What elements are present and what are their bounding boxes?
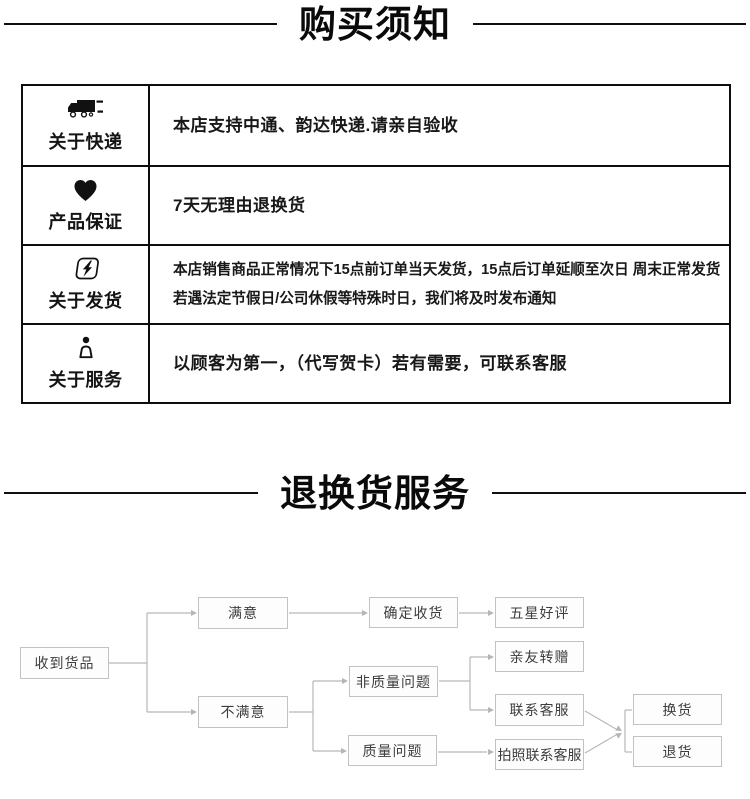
table-row-guarantee-content: 7天无理由退换货 [150,165,729,244]
flow-node-satisfied: 满意 [198,597,288,629]
table-row-express-content: 本店支持中通、韵达快递.请亲自验收 [150,86,729,165]
flow-node-non-quality-issue: 非质量问题 [349,666,438,697]
flow-node-unsatisfied: 不满意 [198,696,288,728]
person-icon [78,336,93,359]
flow-node-five-star-review: 五星好评 [495,597,584,628]
flow-node-refund: 退货 [633,736,722,767]
table-row-shipping-content: 本店销售商品正常情况下15点前订单当天发货，15点后订单延顺至次日 周末正常发货… [150,244,729,323]
flow-node-confirm-receipt: 确定收货 [369,597,458,628]
table-row-service-header: 关于服务 [23,323,150,402]
flow-node-photo-contact-service: 拍照联系客服 [495,739,584,770]
title-rule-right [492,492,746,494]
service-text: 以顾客为第一，（代写贺卡）若有需要，可联系客服 [173,353,567,373]
title-rule-left [4,492,258,494]
title-rule-left [4,23,277,25]
row-label-express: 关于快递 [48,132,123,152]
flow-node-exchange: 换货 [633,694,722,725]
flow-node-contact-service: 联系客服 [495,694,584,726]
lightning-icon [75,257,99,280]
purchase-notice-table: 关于快递 本店支持中通、韵达快递.请亲自验收 产品保证 7天无理由退换货 关于发… [21,84,731,404]
flow-node-quality-issue: 质量问题 [348,735,437,766]
title-rule-right [473,23,746,25]
returns-service-title: 退换货服务 [280,470,470,515]
table-row-shipping-header: 关于发货 [23,244,150,323]
express-text: 本店支持中通、韵达快递.请亲自验收 [173,115,459,135]
returns-service-header: 退换货服务 [0,466,750,520]
guarantee-text: 7天无理由退换货 [173,195,306,215]
table-row-guarantee-header: 产品保证 [23,165,150,244]
row-label-service: 关于服务 [48,370,123,390]
row-label-guarantee: 产品保证 [48,211,123,232]
shipping-text-line1: 本店销售商品正常情况下15点前订单当天发货，15点后订单延顺至次日 周末正常发货 [173,261,721,278]
heart-icon [74,179,97,201]
row-label-shipping: 关于发货 [48,291,123,311]
purchase-notice-header: 购买须知 [0,0,750,48]
shipping-text-line2: 若遇法定节假日/公司休假等特殊时日，我们将及时发布通知 [173,290,557,307]
table-row-express-header: 关于快递 [23,86,150,165]
truck-icon [68,100,103,118]
purchase-notice-title: 购买须知 [299,1,451,46]
flow-node-gift-to-friends: 亲友转赠 [495,641,584,672]
table-row-service-content: 以顾客为第一，（代写贺卡）若有需要，可联系客服 [150,323,729,402]
flow-node-received-goods: 收到货品 [20,647,109,679]
